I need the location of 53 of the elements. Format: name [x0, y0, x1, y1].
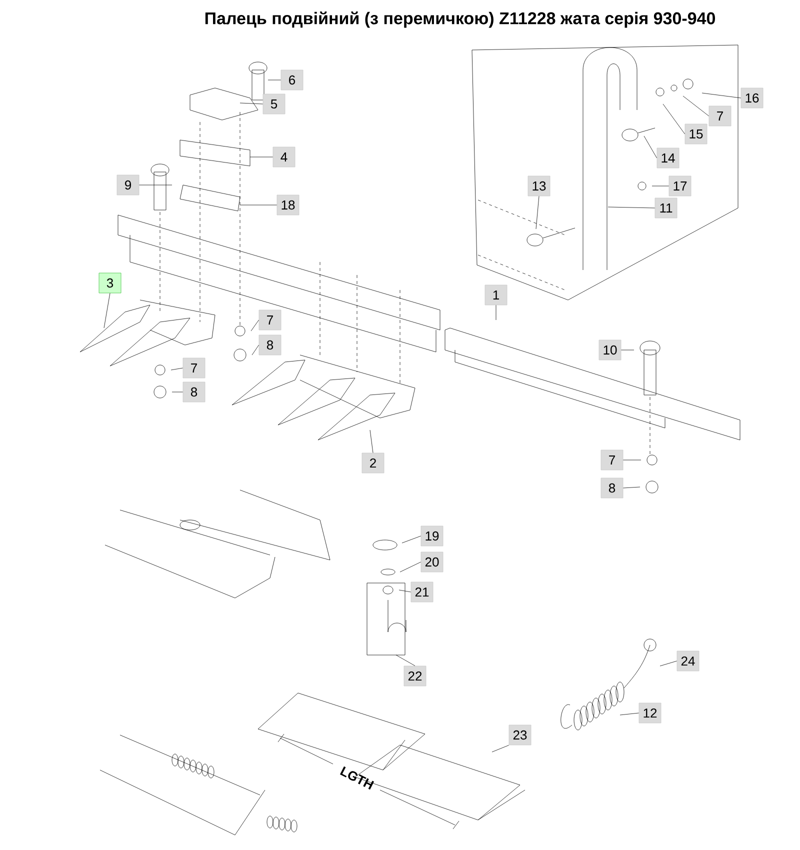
- leader-line: [400, 562, 421, 572]
- leader-line: [536, 196, 540, 230]
- leader-line: [682, 96, 709, 116]
- callout-number: 9: [116, 174, 140, 196]
- callout-number: 17: [668, 176, 692, 196]
- callout-number: 14: [656, 148, 680, 168]
- callout-number: 22: [404, 666, 426, 686]
- leader-line: [104, 293, 110, 328]
- callout-number: 18: [276, 194, 300, 216]
- callout-number: 10: [598, 340, 622, 360]
- leader-line: [660, 660, 677, 666]
- callout-number: 20: [420, 552, 444, 572]
- leader-line: [370, 430, 374, 453]
- leader-line: [402, 536, 421, 544]
- callout-number: 7: [708, 106, 732, 126]
- leader-line: [250, 320, 259, 332]
- leader-line: [396, 654, 416, 666]
- callout-number: 2: [362, 452, 384, 474]
- leader-line: [240, 204, 277, 206]
- title: Палець подвійний (з перемичкою) Z11228 жата серія 930-940: [205, 12, 715, 28]
- callout-number: 7: [600, 450, 624, 470]
- leader-line: [644, 136, 657, 158]
- leader-line: [240, 102, 263, 104]
- callout-number: 12: [638, 702, 662, 724]
- callout-number: 16: [740, 88, 764, 108]
- callout-number: 6: [280, 70, 304, 90]
- callout-number: 21: [410, 582, 434, 602]
- callout-number: 1: [484, 284, 508, 306]
- callout-number: 15: [684, 124, 708, 144]
- leader-line: [252, 344, 259, 356]
- leader-line: [492, 745, 509, 752]
- leader-line: [250, 156, 273, 158]
- callout-number: 8: [258, 334, 282, 356]
- callout-number: 19: [420, 526, 444, 546]
- leader-line: [139, 184, 172, 186]
- callout-number: 3: [98, 272, 122, 294]
- callout-number: 13: [528, 176, 550, 196]
- leader-line: [398, 590, 411, 592]
- callout-number: 11: [654, 198, 678, 218]
- callout-number: 7: [258, 310, 282, 330]
- callout-number: 8: [600, 478, 624, 498]
- callout-number: 8: [182, 382, 206, 402]
- leader-line: [170, 368, 183, 370]
- leader-line: [662, 104, 685, 134]
- callout-number: 4: [272, 146, 296, 168]
- leader-line: [702, 92, 741, 98]
- leader-line: [620, 712, 639, 716]
- callout-number: 23: [508, 724, 532, 746]
- callout-number: 24: [676, 650, 700, 672]
- leader-line: [623, 486, 640, 488]
- callout-number: 5: [262, 94, 286, 114]
- leader-line: [608, 206, 655, 208]
- callout-number: 7: [182, 358, 206, 378]
